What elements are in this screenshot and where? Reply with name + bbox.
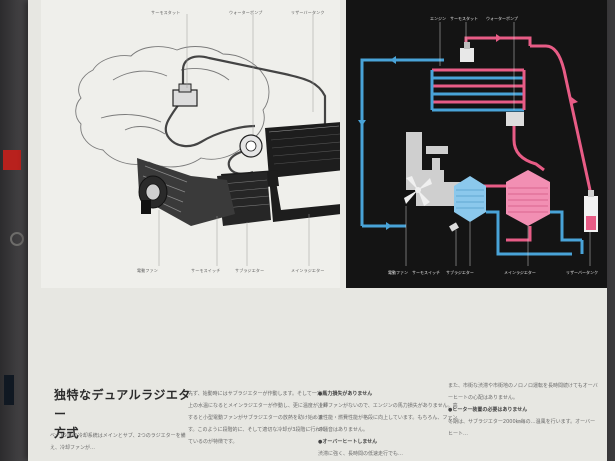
label-sub-radiator: サブラジエター [446,270,474,275]
label-engine: エンジン [430,16,446,21]
callout-electric-fan: 電動ファン [137,268,158,273]
label-water-pump: ウォーターポンプ [486,16,518,21]
binder-ring [10,232,24,246]
red-tab-marker [3,150,21,170]
intro-paragraph: ベー1500の冷却系統はメインとサブ、2つのラジエターを備え、冷却ファンが… [50,433,186,451]
heading-no-heater: ●ヒーター装置の必要はありません [448,407,528,413]
column-4: また、市街な渋滞や市街地のノロノロ運転を長時間続けてもオーバーヒートの心配はあり… [448,380,598,440]
text-winter: 冬期は、サブラジエター2000㎞毎の…温風を行います。オーバーヒート… [448,419,596,437]
callout-main-radiator: メインラジエター [291,268,325,273]
callout-sub-radiator: サブラジエター [235,268,265,273]
label-main-radiator: メインラジエター [504,270,536,275]
cooling-system-illustration: サーモスタット ウォーターポンプ リザーバータンク 電動ファン サーモスイッチ … [41,0,340,288]
label-electric-fan: 電動ファン [388,270,408,275]
brochure-page: サーモスタット ウォーターポンプ リザーバータンク 電動ファン サーモスイッチ … [28,0,607,461]
heading-no-power-loss: ●馬力損失がありません [318,391,373,397]
text-no-power-loss: 冷却ファンがないので、エンジンの馬力損失がありません。高速性能・燃費性能が格段に… [318,403,458,433]
engine-line-drawing [75,14,340,266]
callout-thermo-switch: サーモスイッチ [191,268,221,273]
callout-water-pump: ウォーターポンプ [229,10,263,15]
article-title: 独特なデュアルラジエター 方式 [54,386,194,443]
coolant-flow-schematic: エンジン サーモスタット ウォーターポンプ 電動ファン サーモスイッチ サブラジ… [346,0,607,288]
label-thermo-switch: サーモスイッチ [412,270,440,275]
column-3: ●馬力損失がありません 冷却ファンがないので、エンジンの馬力損失がありません。高… [318,388,458,460]
column-2-paragraph: 先ず、始動時にはサブラジエターが作動します。そして一定以上の水温になるとメインラ… [188,391,328,445]
callout-thermostat: サーモスタット [151,10,181,15]
title-line-2: 方式 [54,426,80,440]
callout-reserve-tank: リザーバータンク [291,10,325,15]
label-thermostat: サーモスタット [450,16,478,21]
text-no-overheat: 渋滞に強く、長時間の低速走行でも… [318,451,404,457]
label-reserve-tank: リザーバータンク [566,270,598,275]
flow-diagram [358,22,598,266]
page-edge-shadow [4,375,14,405]
title-line-1: 独特なデュアルラジエター [54,388,191,421]
heading-no-overheat: ●オーバーヒートしません [318,439,378,445]
text-city-driving: また、市街な渋滞や市街地のノロノロ運転を長時間続けてもオーバーヒートの心配はあり… [448,383,598,401]
